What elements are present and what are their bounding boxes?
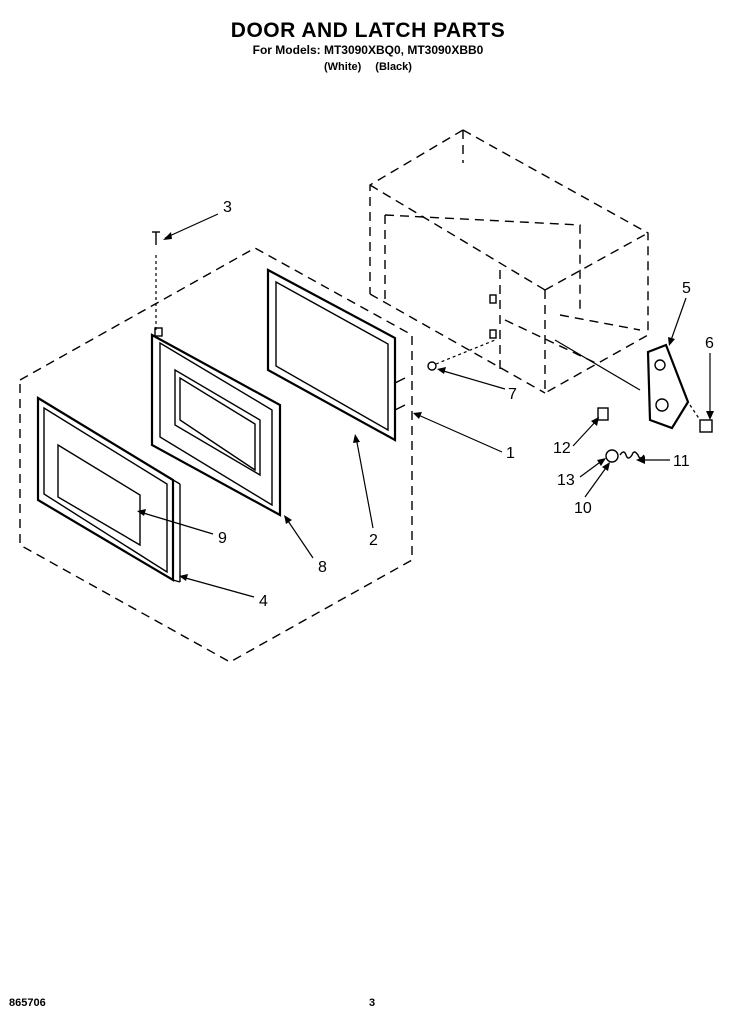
callout-leaders bbox=[137, 213, 714, 598]
door-assembly-outline bbox=[19, 247, 413, 663]
callout-8: 8 bbox=[318, 559, 327, 576]
page-number: 3 bbox=[369, 997, 376, 1009]
spring-assembly-parts-10-11-13 bbox=[605, 449, 645, 463]
cabinet-outline bbox=[369, 129, 649, 394]
screw-part-7 bbox=[427, 339, 496, 371]
callout-3: 3 bbox=[223, 199, 232, 216]
callout-2: 2 bbox=[369, 532, 378, 549]
callout-7: 7 bbox=[508, 386, 517, 403]
door-frame-part-4 bbox=[36, 396, 181, 583]
callout-4: 4 bbox=[259, 593, 268, 610]
callout-1: 1 bbox=[506, 445, 515, 462]
screw-part-3 bbox=[152, 231, 160, 330]
color-variants: (White) (Black) bbox=[0, 61, 736, 74]
color-black-label: (Black) bbox=[375, 61, 412, 73]
callout-5: 5 bbox=[682, 280, 691, 297]
switch-part-6 bbox=[689, 404, 713, 433]
models-subtitle: For Models: MT3090XBQ0, MT3090XBB0 bbox=[252, 43, 484, 57]
door-panel-part-2 bbox=[266, 268, 406, 442]
callout-9: 9 bbox=[218, 530, 227, 547]
document-code: 865706 bbox=[9, 997, 46, 1009]
clip-part-12 bbox=[597, 407, 609, 421]
callout-6: 6 bbox=[705, 335, 714, 352]
callout-10: 10 bbox=[574, 500, 592, 517]
door-inner-frame-part-8 bbox=[150, 327, 282, 517]
color-white-label: (White) bbox=[324, 61, 362, 73]
latch-bracket-part-5 bbox=[554, 339, 690, 430]
callout-12: 12 bbox=[553, 440, 571, 457]
page-title: DOOR AND LATCH PARTS bbox=[230, 19, 506, 42]
callout-13: 13 bbox=[557, 472, 575, 489]
callout-11: 11 bbox=[673, 453, 690, 470]
